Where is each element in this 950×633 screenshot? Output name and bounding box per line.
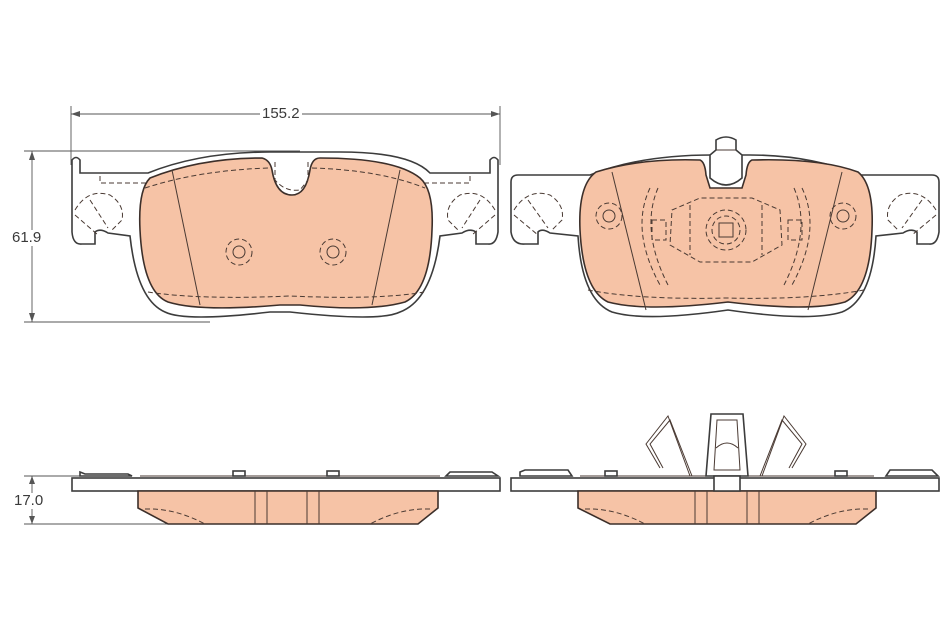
pad-front-view-right	[510, 136, 940, 318]
pad-front-view-left	[71, 151, 499, 318]
dimension-height-label: 61.9	[10, 229, 44, 246]
dimension-height	[24, 150, 300, 323]
spring-clip-wires	[645, 414, 807, 477]
center-spring-clip	[651, 197, 803, 263]
dimension-width-label: 155.2	[260, 105, 302, 122]
wear-sensor-connector	[709, 136, 743, 186]
rivet-icon	[225, 238, 347, 266]
wear-sensor-tab	[705, 413, 749, 492]
pad-side-view-right	[510, 413, 940, 525]
dimension-thickness-label: 17.0	[12, 492, 46, 509]
pad-side-view-left	[71, 470, 501, 525]
